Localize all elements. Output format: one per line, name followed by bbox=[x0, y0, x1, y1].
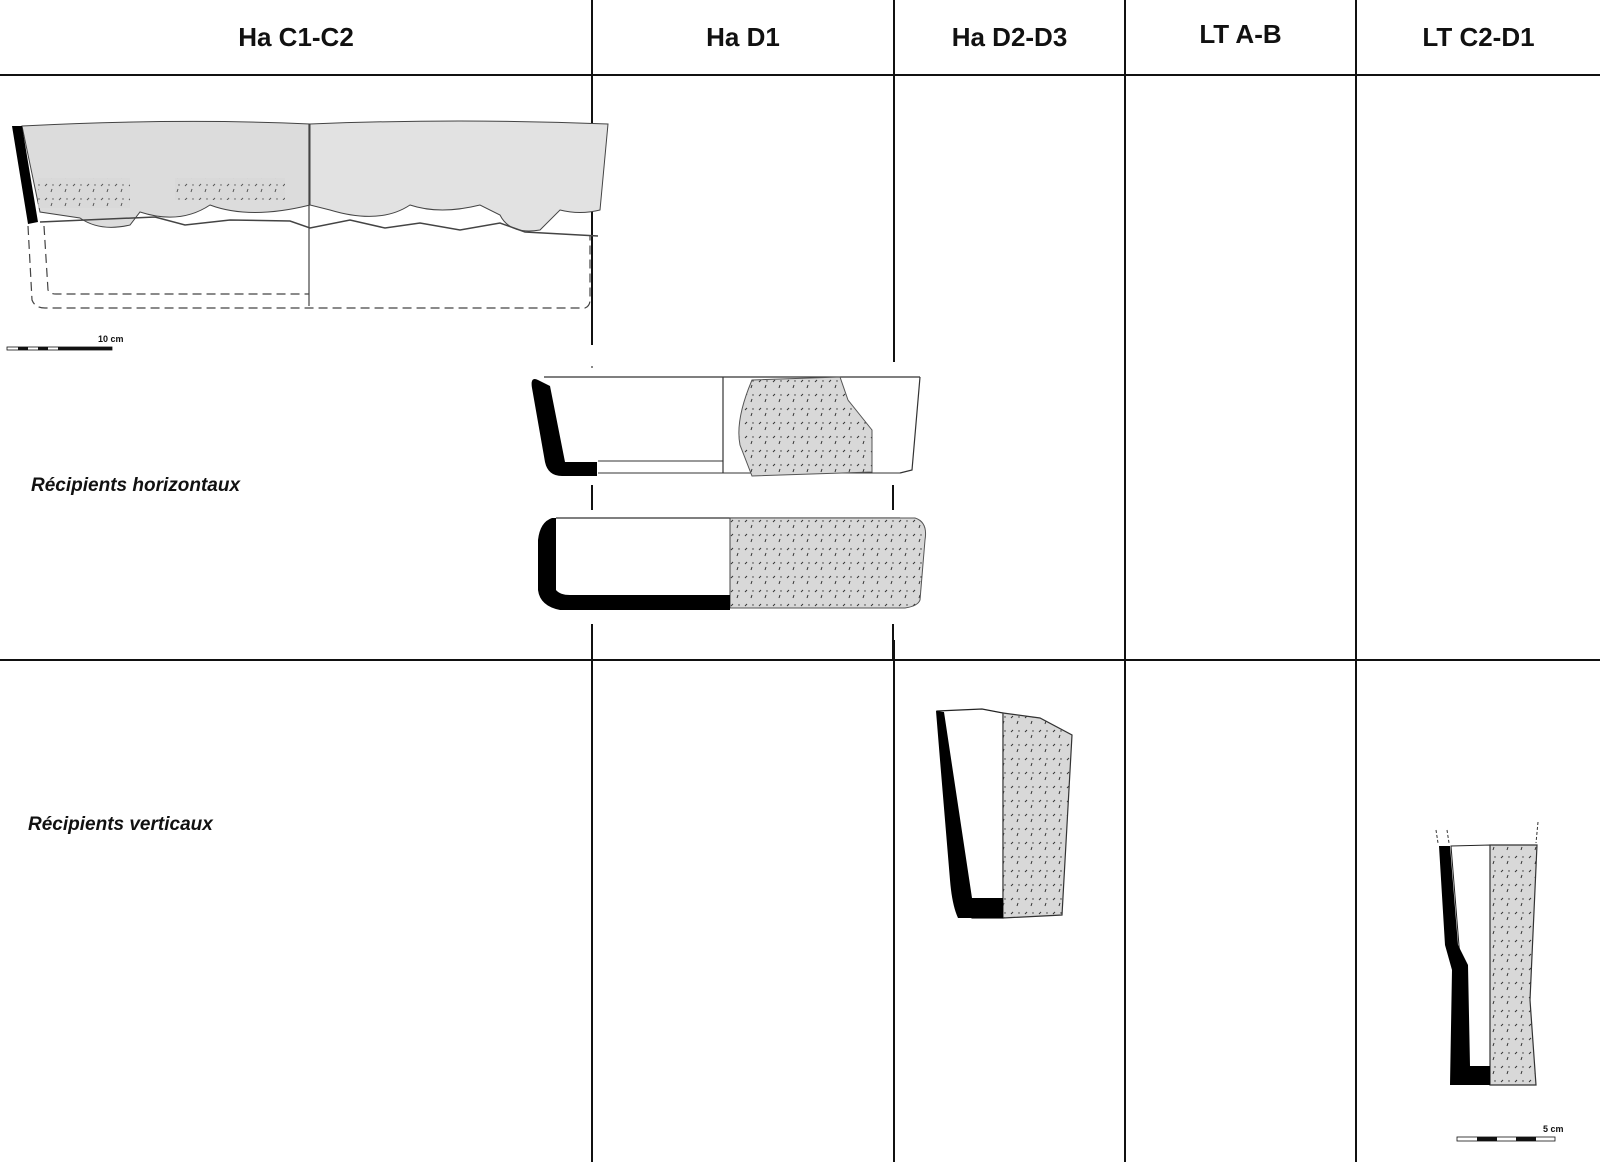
row-divider bbox=[0, 659, 1600, 661]
scale-label-5cm: 5 cm bbox=[1543, 1124, 1564, 1134]
vessel-ha-d1-lower bbox=[538, 517, 926, 660]
vessel-ha-d2-d3 bbox=[936, 708, 1073, 919]
vessel-ha-c1-c2 bbox=[12, 120, 609, 309]
column-header-lt-c2-d1: LT C2-D1 bbox=[1422, 22, 1535, 52]
vessel-ha-d1-upper bbox=[531, 366, 921, 510]
scale-bar-5cm bbox=[1456, 1136, 1556, 1142]
column-header-ha-d2-d3: Ha D2-D3 bbox=[951, 22, 1068, 52]
vessel-lt-c2-d1 bbox=[1435, 821, 1539, 1086]
column-divider-2-lower bbox=[893, 640, 895, 1162]
row-label-horizontal-vessels: Récipients horizontaux bbox=[31, 475, 241, 496]
scale-label-10cm: 10 cm bbox=[98, 334, 124, 344]
scale-bar-10cm bbox=[6, 346, 113, 351]
column-header-ha-d1: Ha D1 bbox=[706, 22, 780, 52]
column-divider-1-lower bbox=[591, 640, 593, 1162]
row-label-vertical-vessels: Récipients verticaux bbox=[28, 814, 213, 835]
header-divider bbox=[0, 74, 1600, 76]
column-divider-2 bbox=[893, 0, 895, 362]
column-divider-3 bbox=[1124, 0, 1126, 1162]
column-header-lt-a-b: LT A-B bbox=[1199, 19, 1282, 49]
column-divider-4 bbox=[1355, 0, 1357, 1162]
column-header-ha-c1-c2: Ha C1-C2 bbox=[238, 22, 354, 52]
